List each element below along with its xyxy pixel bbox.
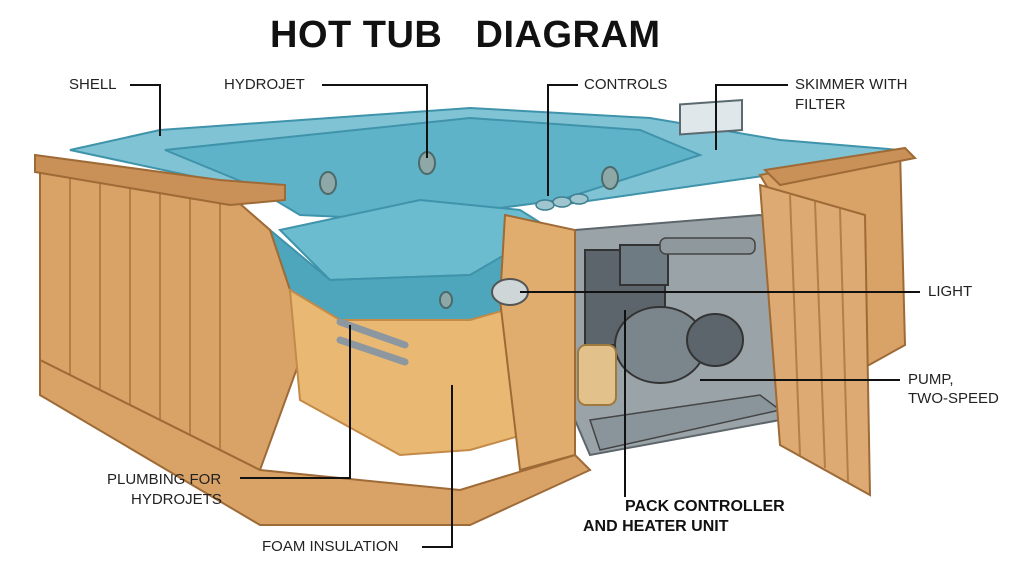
label-shell: SHELL	[69, 76, 117, 93]
label-skimmer-line1: SKIMMER WITH	[795, 76, 908, 93]
diagram-title: HOT TUB DIAGRAM	[270, 14, 661, 56]
hydrojets	[319, 151, 619, 309]
access-door	[758, 183, 872, 497]
leader-controls	[547, 84, 578, 196]
leader-foam	[422, 385, 453, 548]
leader-shell	[130, 84, 161, 136]
label-skimmer-line2: FILTER	[795, 96, 846, 113]
label-pump-line2: TWO-SPEED	[908, 390, 999, 407]
label-plumbing-line2: HYDROJETS	[131, 491, 222, 508]
leader-plumbing	[240, 325, 351, 479]
label-plumbing-line1: PLUMBING FOR	[107, 471, 222, 488]
label-light: LIGHT	[928, 283, 973, 300]
leader-skimmer	[715, 84, 788, 150]
top-trim-left	[34, 153, 286, 207]
pump-motor	[686, 313, 744, 367]
cabinet-left-side	[39, 158, 302, 472]
label-pack-line1: PACK CONTROLLER	[625, 498, 785, 515]
label-controls: CONTROLS	[584, 76, 668, 93]
label-hydrojet: HYDROJET	[224, 76, 305, 93]
label-foam-insulation: FOAM INSULATION	[262, 538, 399, 555]
heater-pipe	[659, 237, 756, 255]
top-trim-right	[762, 146, 918, 187]
skimmer-grate	[679, 99, 743, 136]
control-buttons	[535, 193, 589, 211]
label-pump-line1: PUMP,	[908, 371, 954, 388]
heater-box	[619, 244, 669, 286]
label-pack-line2: AND HEATER UNIT	[583, 518, 729, 535]
filter-canister	[577, 344, 617, 406]
leader-hydrojet	[322, 84, 428, 158]
cabinet-front-base	[39, 358, 592, 526]
